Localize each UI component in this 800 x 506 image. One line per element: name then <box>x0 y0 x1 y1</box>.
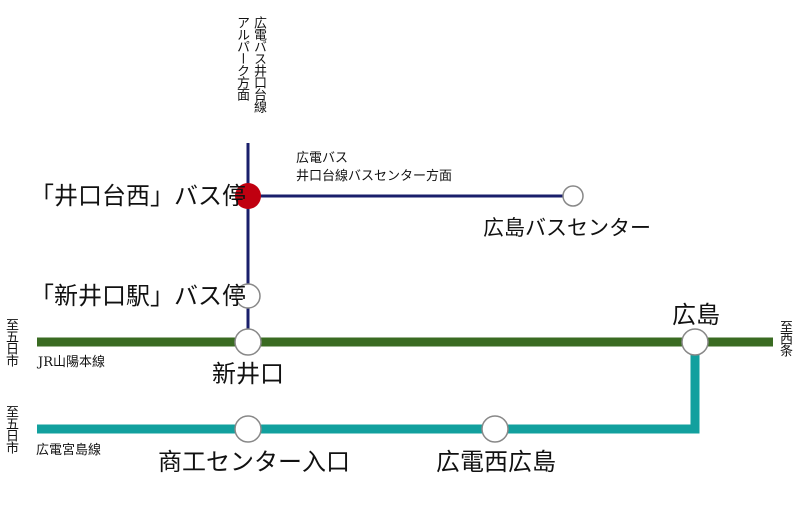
bus-center-marker <box>562 185 584 207</box>
bus-north-direction-2: アルパーク方面 <box>234 16 249 100</box>
jr-line-name: JR山陽本線 <box>38 355 105 370</box>
current-stop-marker <box>235 183 261 209</box>
shoko-center-marker <box>234 415 262 443</box>
shin-inokuchi-stop-label: 「新井口駅」バス停 <box>30 282 246 310</box>
bus-east-direction-2: 井口台線バスセンター方面 <box>296 169 453 184</box>
tram-line-name: 広電宮島線 <box>36 443 102 458</box>
hiroshima-label: 広島 <box>672 301 720 329</box>
jr-east-terminus: 至西条 <box>777 320 792 356</box>
shoko-center-label: 商工センター入口 <box>158 448 350 476</box>
tram-west-terminus: 至五日市 <box>3 405 18 453</box>
nishi-hiroshima-marker <box>481 415 509 443</box>
bus-east-direction-1: 広電バス <box>296 151 349 166</box>
bus-north-direction-1: 広電バス井口台線 <box>251 16 266 112</box>
bus-center-label: 広島バスセンター <box>483 216 651 240</box>
shin-inokuchi-label: 新井口 <box>212 360 284 388</box>
current-stop-label: 「井口台西」バス停 <box>30 182 246 210</box>
shin-inokuchi-marker <box>234 328 262 356</box>
hiroshima-marker <box>681 328 709 356</box>
nishi-hiroshima-label: 広電西広島 <box>436 448 556 476</box>
jr-west-terminus: 至五日市 <box>3 318 18 366</box>
tram-line <box>37 342 700 434</box>
shin-inokuchi-stop-marker <box>235 283 261 309</box>
